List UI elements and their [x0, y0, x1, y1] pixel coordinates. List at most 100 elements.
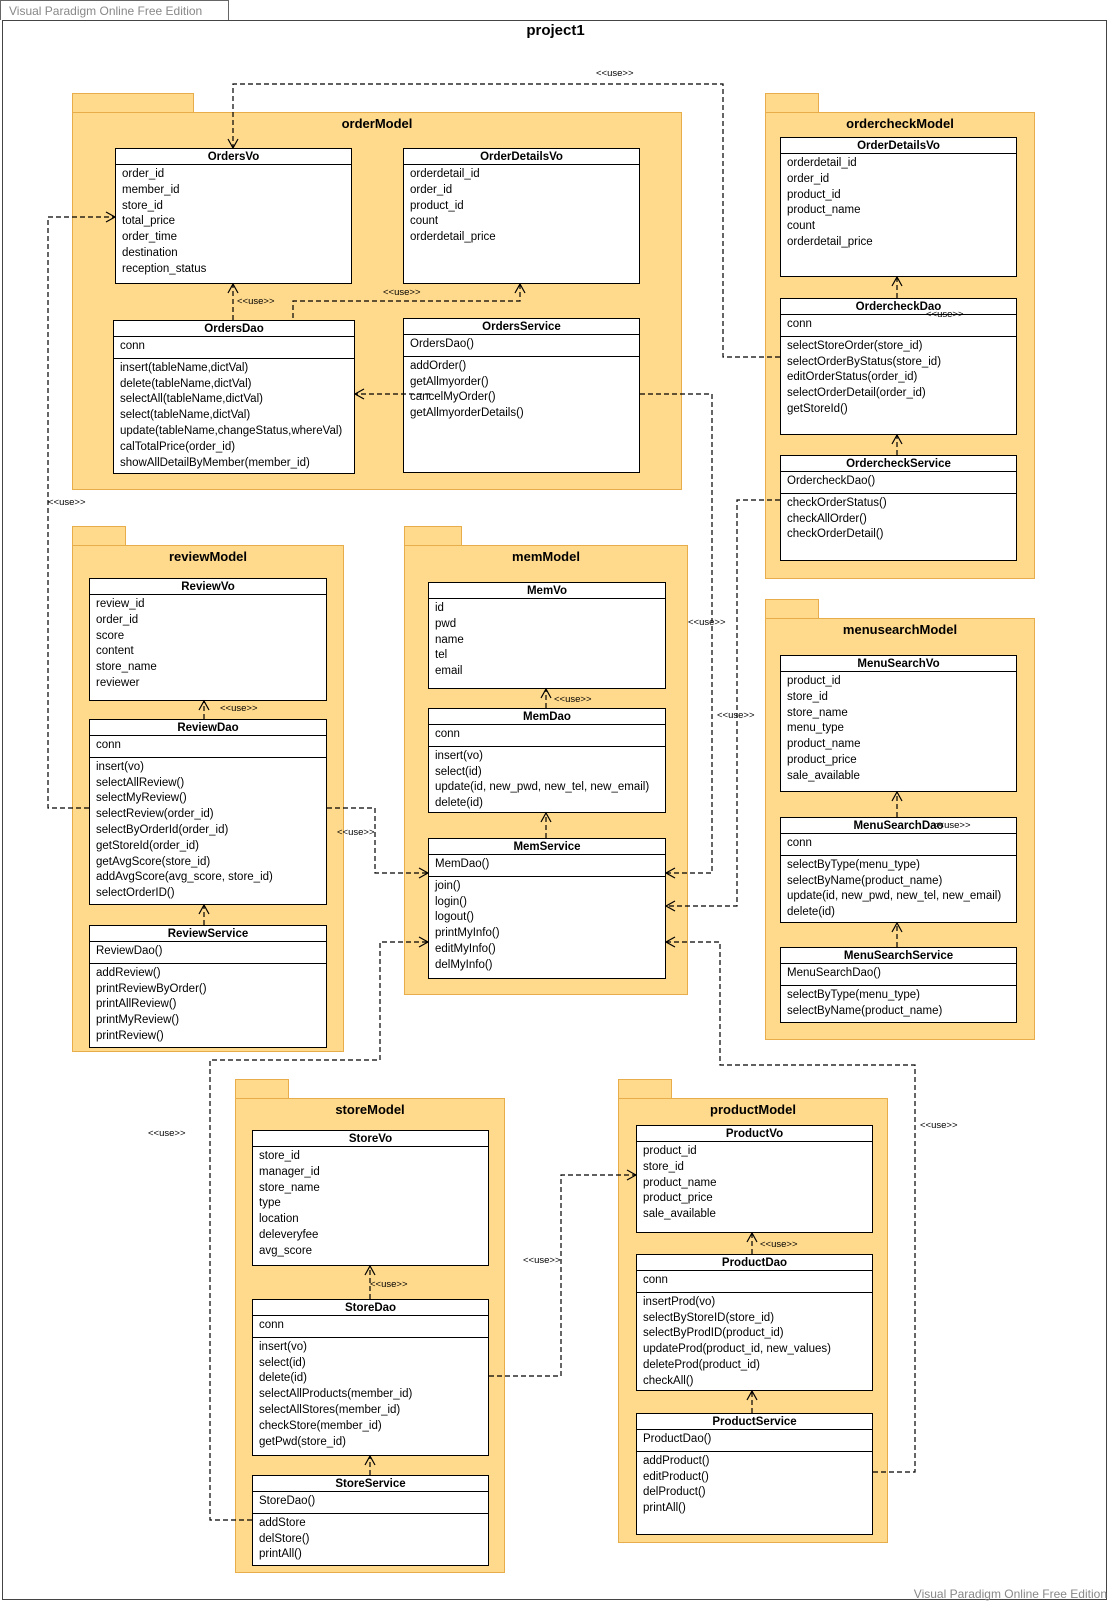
class-name: MenuSearchDao [781, 818, 1016, 834]
class-name: MemDao [429, 709, 665, 725]
dependency-arrowhead [891, 433, 903, 445]
attribute: deleveryfee [259, 1228, 319, 1241]
class-attributes: MemDao() [429, 855, 665, 877]
class-operations: insert(vo)select(id)delete(id)selectAllP… [253, 1338, 488, 1454]
operation: delete(id) [435, 797, 483, 810]
operation: selectByName(product_name) [787, 1004, 943, 1017]
operation: selectOrderByStatus(store_id) [787, 355, 942, 368]
attribute: score [96, 629, 125, 642]
class-name: OrdersVo [116, 149, 351, 165]
attribute: order_id [96, 613, 139, 626]
dependency-arrowhead [664, 936, 676, 948]
class-name: OrdersService [404, 319, 639, 335]
dependency-arrowhead [353, 388, 365, 400]
package-name: memModel [512, 549, 580, 564]
attribute: conn [787, 837, 812, 849]
attribute: product_name [787, 204, 861, 217]
class-attributes: ReviewDao() [90, 942, 326, 964]
dependency-line [640, 393, 713, 874]
class-attributes: StoreDao() [253, 1492, 488, 1514]
attribute: order_time [122, 231, 177, 244]
operation: selectAllReview() [96, 776, 185, 789]
class-attributes: conn [637, 1271, 872, 1293]
package-tab-store-model [235, 1079, 289, 1099]
attribute: product_id [410, 199, 464, 212]
operation: delete(tableName,dictVal) [120, 377, 252, 390]
dependency-line [666, 941, 916, 1473]
class-name: OrdercheckDao [781, 299, 1016, 315]
class-attributes: conn [429, 725, 665, 747]
class-attributes: conn [114, 337, 354, 359]
attribute: store_id [643, 1160, 684, 1173]
operation: insert(vo) [96, 760, 144, 773]
attribute: ProductDao() [643, 1433, 712, 1445]
package-tab-product-model [618, 1079, 672, 1099]
attribute: conn [643, 1274, 668, 1286]
attribute: OrdersDao() [410, 338, 474, 350]
attribute: MenuSearchDao() [787, 967, 881, 979]
attribute: MemDao() [435, 858, 490, 870]
attribute: store_id [787, 690, 828, 703]
operation: logout() [435, 911, 474, 924]
attribute: product_name [643, 1176, 717, 1189]
attribute: order_id [410, 183, 453, 196]
package-tab-order-model [72, 93, 194, 113]
dependency-arrowhead [418, 867, 430, 879]
operation: printAllReview() [96, 998, 177, 1011]
class-operations: selectByType(menu_type)selectByName(prod… [781, 986, 1016, 1022]
operation: selectReview(order_id) [96, 808, 214, 821]
operation: checkOrderDetail() [787, 528, 884, 541]
class-operations: join()login()logout()printMyInfo()editMy… [429, 877, 665, 977]
class-operations: insertProd(vo)selectByStoreID(store_id)s… [637, 1293, 872, 1390]
operation: addAvgScore(avg_score, store_id) [96, 871, 273, 884]
dependency-arrowhead [746, 1389, 758, 1401]
class-name: MemService [429, 839, 665, 855]
attribute: conn [259, 1319, 284, 1331]
package-name: productModel [710, 1102, 796, 1117]
operation: printReview() [96, 1029, 164, 1042]
class-name: OrdercheckService [781, 456, 1016, 472]
attribute: ReviewDao() [96, 945, 163, 957]
package-tab-mem-model [404, 526, 462, 546]
attribute: tel [435, 649, 448, 662]
operation: getAllmyorderDetails() [410, 407, 524, 420]
attribute: orderdetail_price [410, 231, 496, 244]
watermark-top: Visual Paradigm Online Free Edition [0, 0, 230, 20]
use-label: <<use>> [933, 820, 971, 831]
attribute: count [787, 220, 816, 233]
operation: addProduct() [643, 1454, 710, 1467]
dependency-arrowhead [364, 1454, 376, 1466]
class-operations: insert(vo)selectAllReview()selectMyRevie… [90, 758, 326, 904]
operation: delete(id) [787, 906, 835, 919]
class-operations: addProduct()editProduct()delProduct()pri… [637, 1452, 872, 1520]
class-operations: checkOrderStatus()checkAllOrder()checkOr… [781, 494, 1016, 546]
operation: printReviewByOrder() [96, 982, 207, 995]
attribute: pwd [435, 617, 457, 630]
